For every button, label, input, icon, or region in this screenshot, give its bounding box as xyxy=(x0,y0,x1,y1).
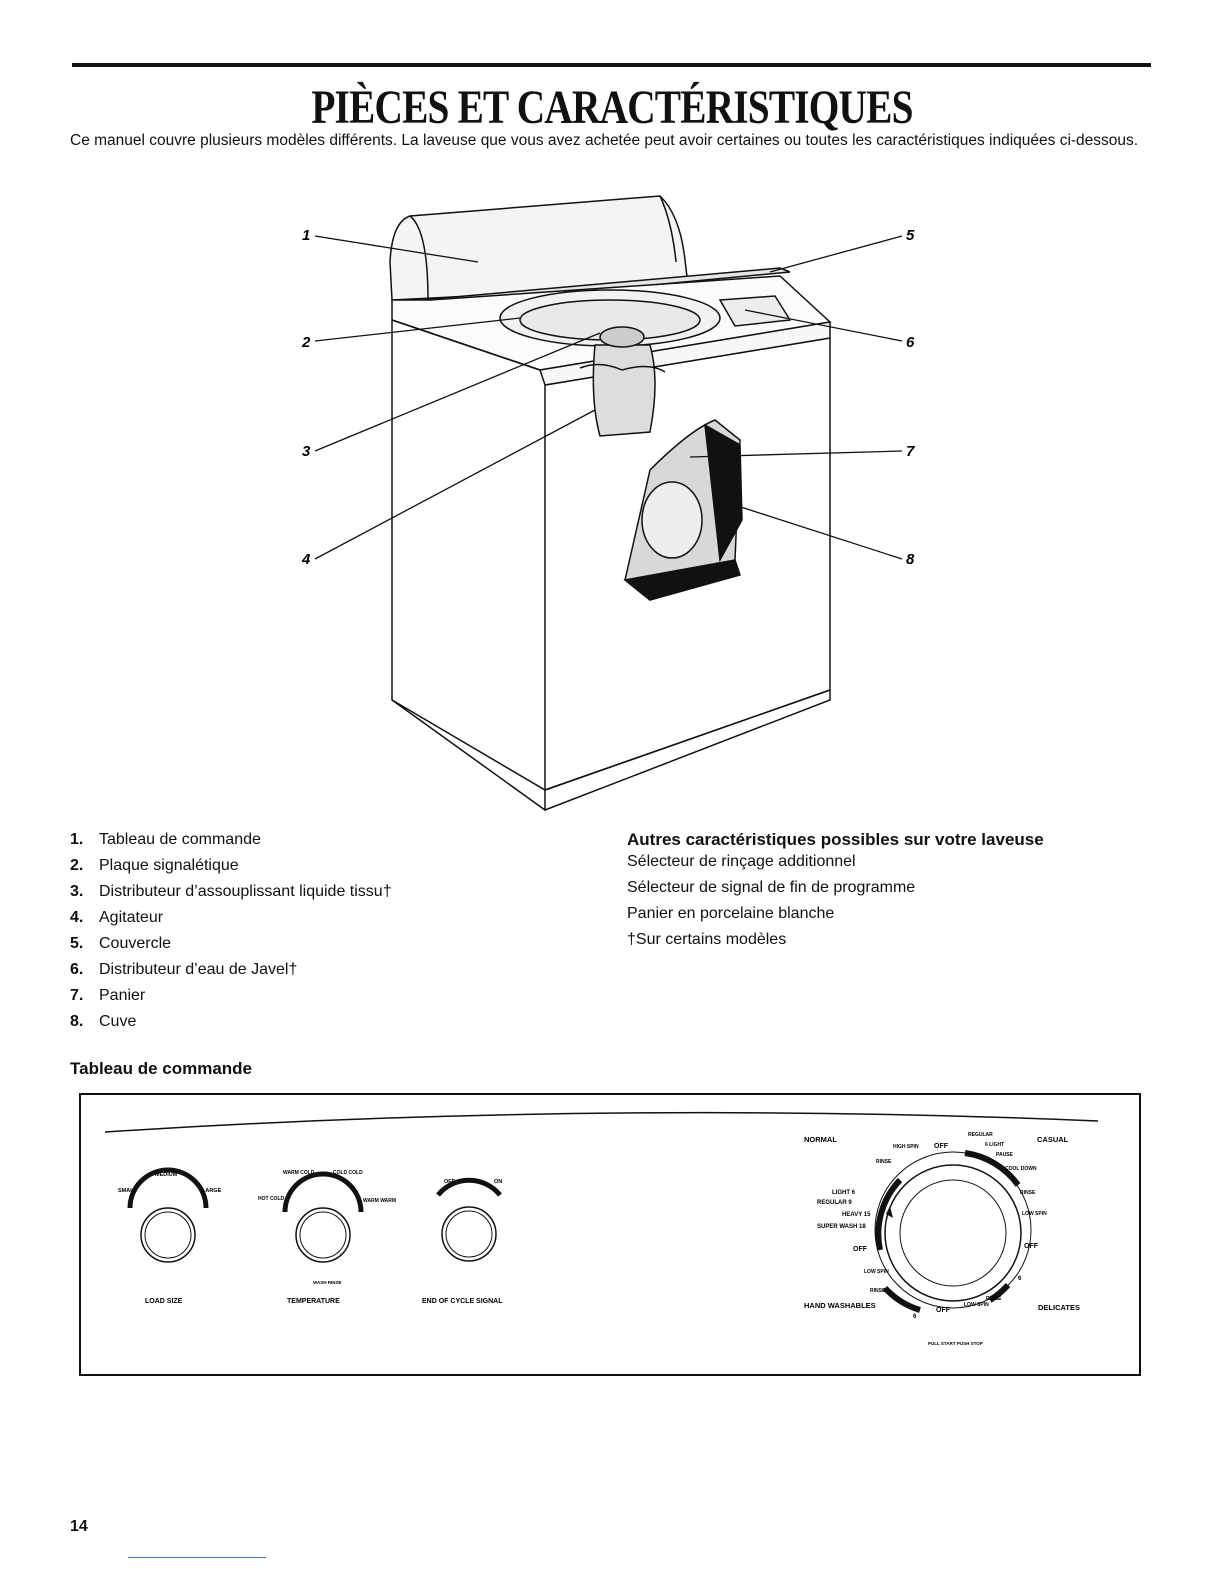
temp-wash-rinse: WASH RINSE xyxy=(313,1280,342,1285)
list-item: 5.Couvercle xyxy=(70,935,172,952)
list-item: 3.Distributeur d’assouplissant liquide t… xyxy=(70,883,392,900)
load-size-large: LARGE xyxy=(202,1188,222,1194)
footnote: †Sur certains modèles xyxy=(627,931,787,948)
dial-mark: LOW SPIN xyxy=(864,1269,889,1275)
intro-text: Ce manuel couvre plusieurs modèles diffé… xyxy=(70,132,1139,149)
cycle-casual: CASUAL xyxy=(1037,1135,1069,1144)
callout-4: 4 xyxy=(301,551,311,568)
page-title: PIÈCES ET CARACTÉRISTIQUES xyxy=(311,81,913,134)
feature-item: Panier en porcelaine blanche xyxy=(627,905,835,922)
temp-warm-cold: WARM COLD xyxy=(283,1170,315,1176)
link-underline xyxy=(128,1557,266,1558)
dial-mark: OFF xyxy=(936,1307,951,1314)
dial-mark: REGULAR xyxy=(968,1132,993,1138)
signal-on: ON xyxy=(494,1179,502,1185)
end-of-cycle-knob[interactable] xyxy=(436,1177,502,1262)
dial-mark: HEAVY 15 xyxy=(842,1212,871,1218)
cycle-dial[interactable] xyxy=(874,1150,1032,1313)
load-size-small: SMALL xyxy=(118,1188,138,1194)
dial-mark: HIGH SPIN xyxy=(893,1144,919,1150)
dial-mark: COOL DOWN xyxy=(1005,1166,1037,1172)
dial-mark: REGULAR 9 xyxy=(817,1200,852,1206)
dial-mark: 6 xyxy=(913,1314,917,1320)
other-features: Autres caractéristiques possibles sur vo… xyxy=(627,830,1044,956)
dial-mark: OFF xyxy=(1024,1243,1039,1250)
dial-mark: 6 LIGHT xyxy=(985,1142,1004,1148)
list-item: 6.Distributeur d’eau de Javel† xyxy=(70,961,298,978)
callout-2: 2 xyxy=(301,334,311,351)
dial-mark: PAUSE xyxy=(996,1152,1014,1158)
other-features-heading: Autres caractéristiques possibles sur vo… xyxy=(627,830,1044,849)
list-item: 4.Agitateur xyxy=(70,909,164,926)
temp-warm-warm: WARM WARM xyxy=(363,1198,396,1204)
cycle-delicates: DELICATES xyxy=(1038,1303,1080,1312)
list-item: 8.Cuve xyxy=(70,1013,137,1030)
cycle-normal: NORMAL xyxy=(804,1135,837,1144)
callout-6: 6 xyxy=(906,334,915,351)
top-rule xyxy=(72,63,1151,67)
control-panel-heading: Tableau de commande xyxy=(70,1059,253,1078)
dial-mark: PULL START PUSH STOP xyxy=(928,1341,983,1346)
list-item: 1.Tableau de commande xyxy=(70,831,261,848)
dial-mark: LOW SPIN xyxy=(1022,1211,1047,1217)
end-of-cycle-label: END OF CYCLE SIGNAL xyxy=(422,1298,503,1305)
list-item: 2.Plaque signalétique xyxy=(70,857,239,874)
dial-mark: RINSE xyxy=(876,1159,892,1165)
callout-1: 1 xyxy=(302,227,310,244)
temp-cold-cold: COLD COLD xyxy=(333,1170,363,1176)
load-size-knob[interactable] xyxy=(127,1167,209,1263)
parts-list: 1.Tableau de commande 2.Plaque signaléti… xyxy=(70,830,392,1038)
callout-3: 3 xyxy=(302,443,311,460)
dial-mark: OFF xyxy=(934,1143,949,1150)
dial-mark: RINSE xyxy=(1020,1190,1036,1196)
dial-mark: LOW SPIN xyxy=(964,1302,989,1308)
feature-item: Sélecteur de signal de fin de programme xyxy=(627,879,916,896)
load-size-medium: MEDIUM xyxy=(155,1172,178,1178)
callout-8: 8 xyxy=(906,551,915,568)
feature-item: Sélecteur de rinçage additionnel xyxy=(627,853,856,870)
control-panel-diagram: SMALL MEDIUM LARGE LOAD SIZE HOT COLD WA… xyxy=(79,1093,1141,1376)
dial-mark: LIGHT 6 xyxy=(832,1190,856,1196)
dial-mark: RINSE xyxy=(870,1288,886,1294)
dial-mark: RINSE xyxy=(986,1296,1002,1302)
dial-mark: 6 xyxy=(1018,1276,1022,1282)
list-item: 7.Panier xyxy=(70,987,146,1004)
temperature-knob[interactable] xyxy=(282,1171,364,1263)
load-size-label: LOAD SIZE xyxy=(145,1298,183,1305)
dial-mark: OFF xyxy=(853,1246,868,1253)
temp-hot-cold: HOT COLD xyxy=(258,1196,284,1202)
page-number: 14 xyxy=(70,1518,88,1535)
washer-illustration: 1 2 3 4 5 6 7 8 xyxy=(301,195,915,812)
temperature-label: TEMPERATURE xyxy=(287,1298,340,1305)
callout-5: 5 xyxy=(906,227,915,244)
dial-mark: SUPER WASH 18 xyxy=(817,1224,866,1230)
cycle-hand-washables: HAND WASHABLES xyxy=(804,1301,876,1310)
signal-off: OFF xyxy=(444,1179,456,1185)
callout-7: 7 xyxy=(906,443,915,460)
